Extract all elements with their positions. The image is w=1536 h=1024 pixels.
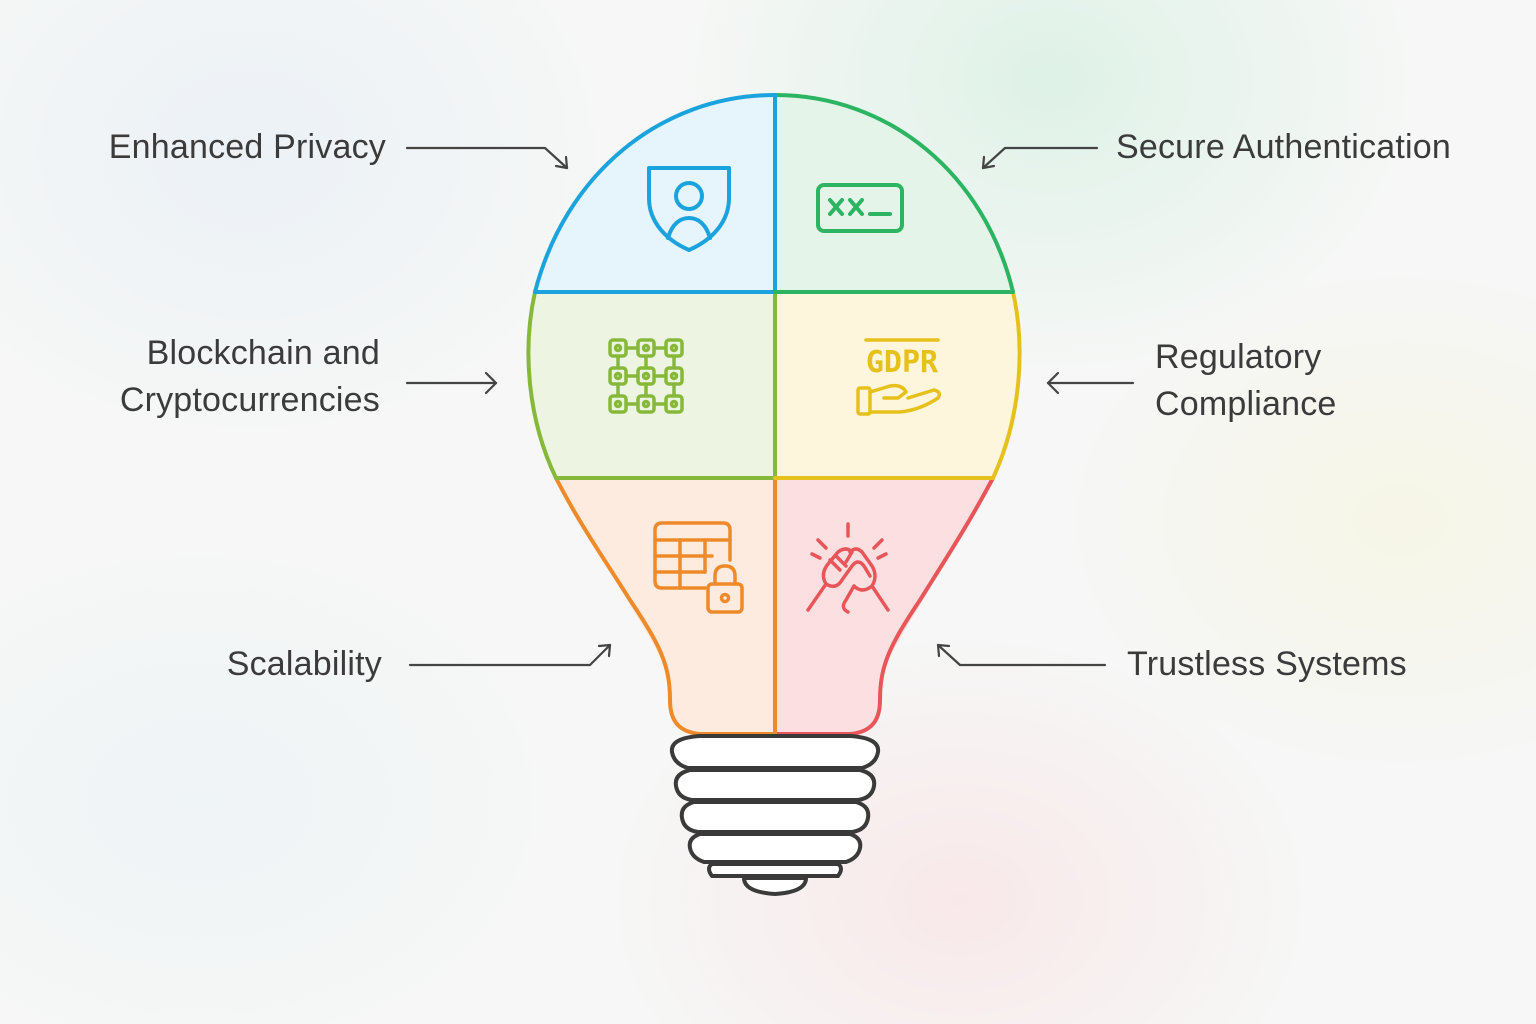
arrow-trustless-systems (936, 643, 1107, 667)
block-node-dot (641, 399, 651, 409)
arrow-secure-authentication (981, 146, 1099, 170)
shield-user-icon (647, 166, 731, 252)
label-enhanced-privacy: Enhanced Privacy (109, 124, 386, 171)
label-line: Cryptocurrencies (119, 381, 380, 419)
arrow-regulatory-compliance (1046, 371, 1135, 395)
outline-regulatory-compliance (991, 290, 1022, 480)
bulb-base-screw (669, 734, 881, 896)
bulb-outline (526, 93, 1022, 736)
outline-enhanced-privacy (533, 93, 777, 294)
handshake-icon (806, 522, 890, 614)
label-trustless-systems: Trustless Systems (1127, 641, 1407, 688)
label-secure-authentication: Secure Authentication (1116, 124, 1451, 171)
block-node-dot (669, 371, 679, 381)
fill-enhanced-privacy (528, 95, 775, 292)
gdpr-hand-icon: GDPR (856, 338, 942, 416)
label-line: Blockchain and (146, 334, 380, 372)
block-node-dot (669, 399, 679, 409)
label-line: Scalability (226, 645, 382, 683)
fill-regulatory-compliance (775, 292, 1020, 478)
arrow-enhanced-privacy (405, 146, 569, 170)
label-line: Regulatory (1155, 338, 1322, 376)
block-node (664, 394, 684, 414)
label-regulatory-compliance: Regulatory Compliance (1155, 334, 1337, 428)
label-line: Enhanced Privacy (108, 128, 386, 166)
arrow-blockchain (405, 371, 498, 395)
gdpr-text: GDPR (866, 345, 939, 380)
outline-trustless-systems (773, 476, 995, 736)
block-node-dot (613, 371, 623, 381)
fill-secure-authentication (775, 95, 1020, 292)
password-field-icon (816, 183, 904, 233)
label-line: Secure Authentication (1116, 128, 1451, 166)
block-node-dot (641, 343, 651, 353)
block-node-dot (613, 343, 623, 353)
label-blockchain: Blockchain and Cryptocurrencies (120, 330, 380, 424)
block-node-dot (641, 371, 651, 381)
locked-table-icon (653, 521, 744, 614)
block-node-dot (613, 399, 623, 409)
label-line: Trustless Systems (1127, 645, 1407, 683)
outline-scalability (554, 476, 777, 736)
fill-blockchain (528, 292, 775, 478)
outline-blockchain (526, 290, 558, 480)
blockchain-grid-icon (608, 338, 684, 414)
block-node-dot (669, 343, 679, 353)
outline-secure-authentication (773, 93, 1015, 294)
label-scalability: Scalability (227, 641, 382, 688)
arrows (405, 146, 1135, 667)
arrow-scalability (408, 643, 612, 667)
label-line: Compliance (1155, 385, 1337, 423)
